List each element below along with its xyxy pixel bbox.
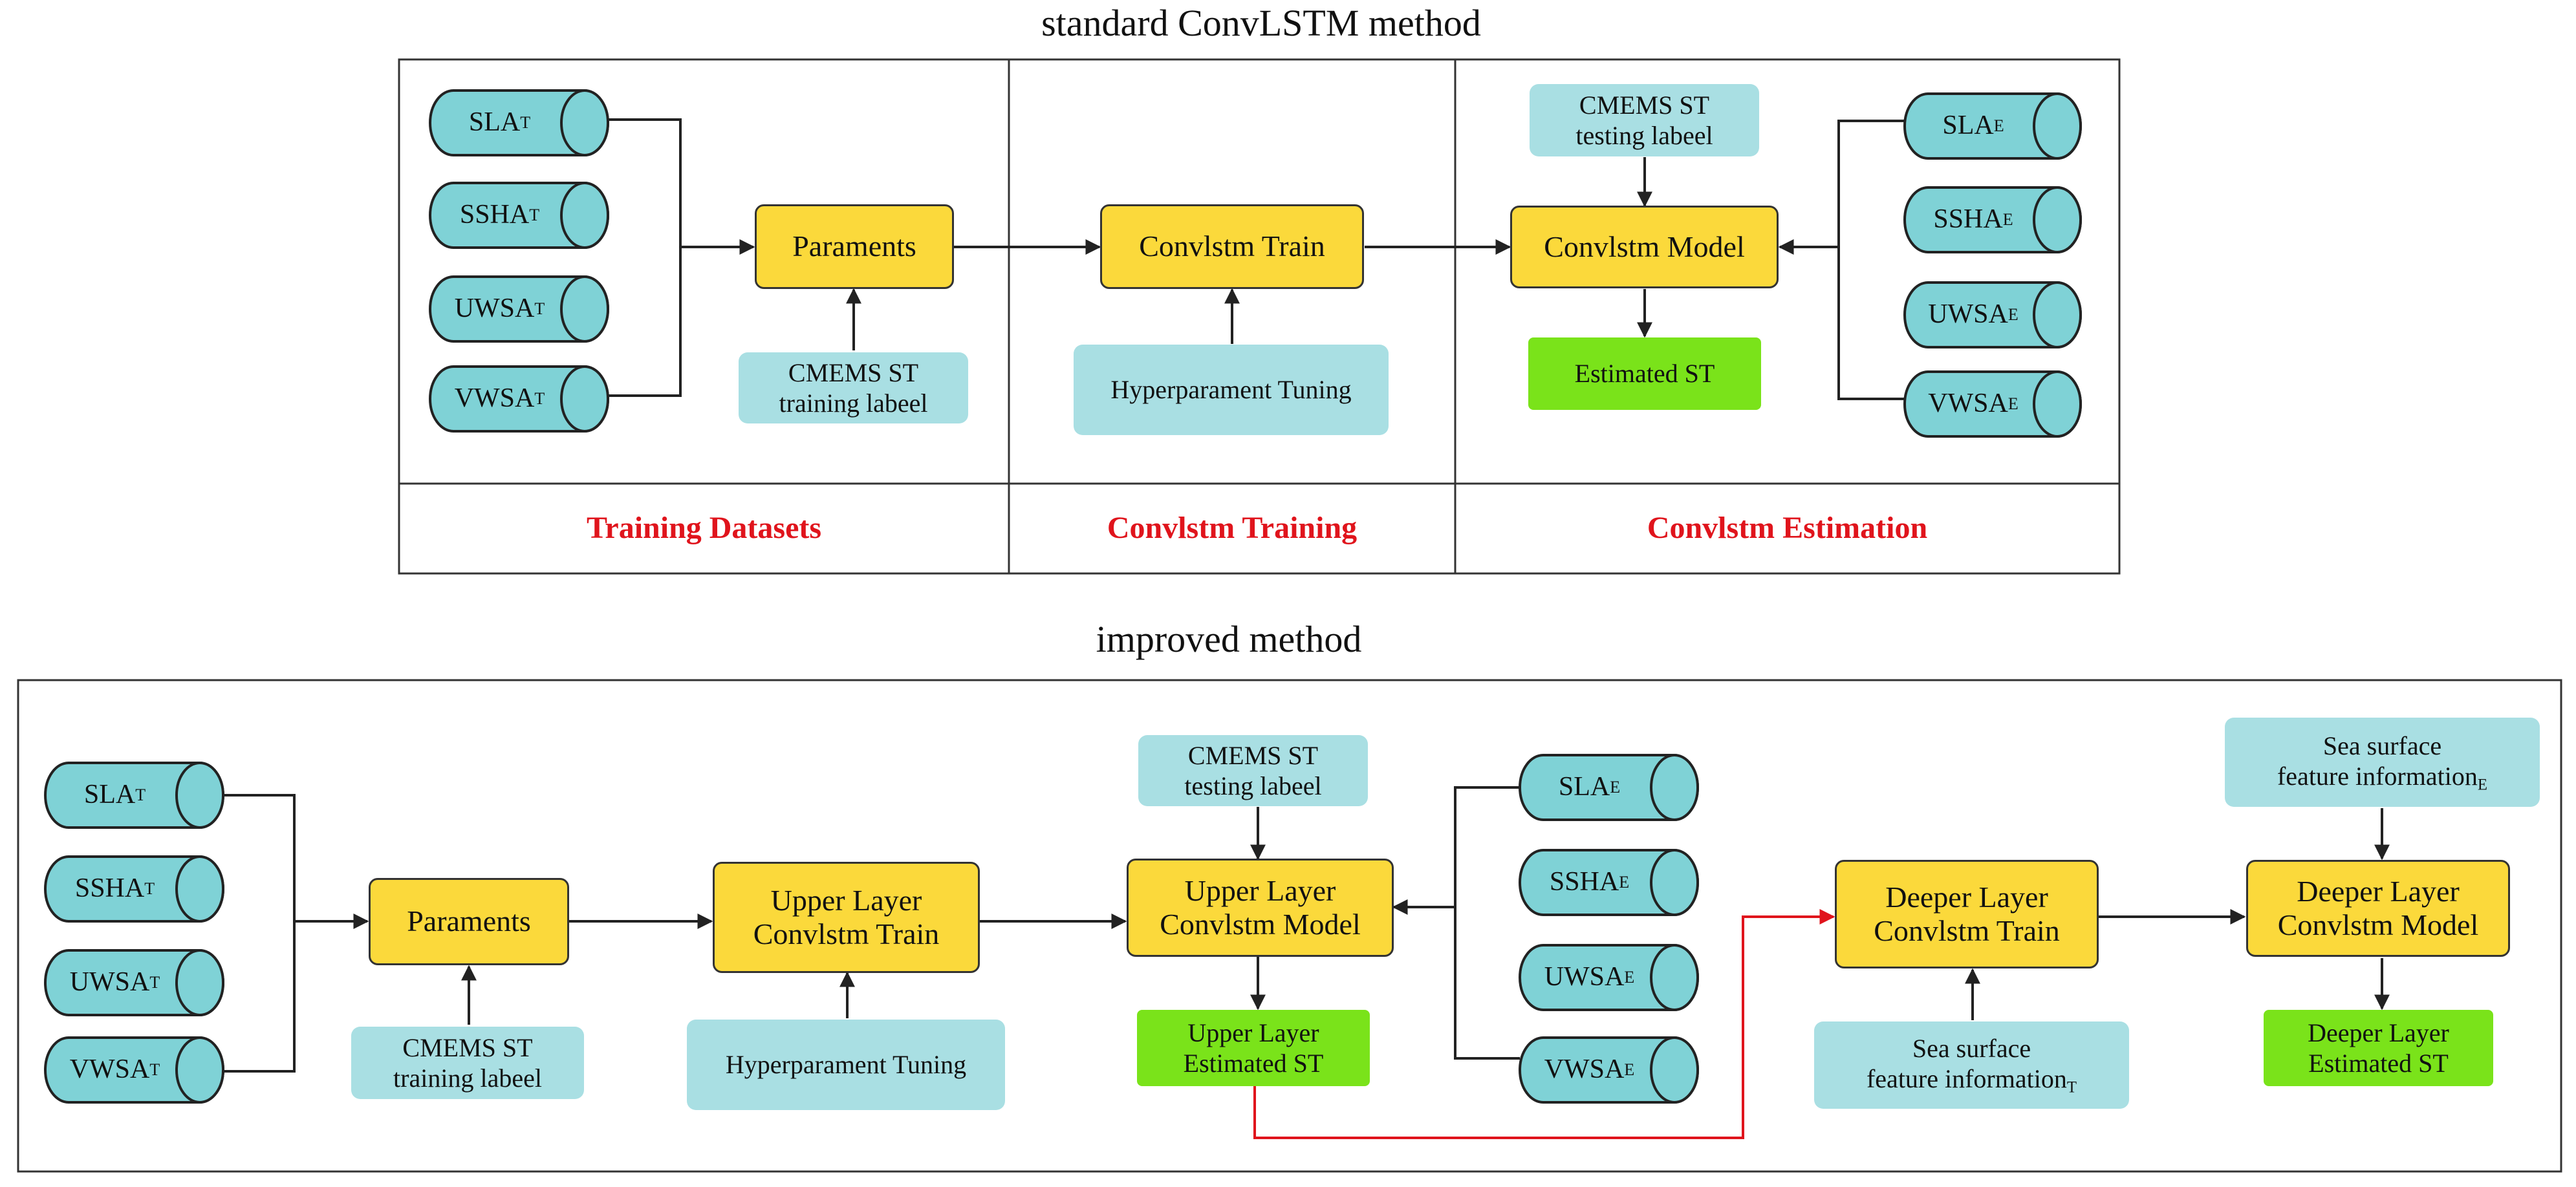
upper-train-line1: Upper Layer [770,884,922,917]
estimated-st-box: Estimated ST [1528,337,1761,410]
training-label-box-2: CMEMS ST training labeel [351,1027,584,1099]
connector-est-bracket [1837,120,1905,400]
section-training-datasets: Training Datasets [586,511,822,546]
deeper-model-box: Deeper Layer Convlstm Model [2246,860,2510,957]
section-convlstm-estimation: Convlstm Estimation [1647,511,1928,546]
top-train-dataset-cylinder-0 [429,89,609,156]
testing-label-line1: CMEMS ST [1579,90,1710,120]
bottom-est-dataset-cylinder-2 [1519,944,1699,1011]
connector-train-bracket-2 [222,794,296,1073]
section-convlstm-training: Convlstm Training [1107,511,1358,546]
bottom-est-dataset-cylinder-0 [1519,754,1699,821]
sea-surface-e-line1: Sea surface [2322,731,2442,760]
testing-label-line2: testing labeel [1575,121,1713,150]
upper-est-line2: Estimated ST [1183,1049,1324,1078]
top-est-dataset-cylinder-2 [1903,281,2082,348]
red-arrow-upper-est-to-deeper-train [1253,909,1835,1139]
testing-label-box: CMEMS ST testing labeel [1530,84,1759,156]
training-label-line2: training labeel [779,389,928,418]
bottom-title: improved method [1096,618,1362,660]
upper-model-box: Upper Layer Convlstm Model [1127,859,1394,957]
training-label-line1-2: CMEMS ST [402,1032,533,1062]
deeper-train-line1: Deeper Layer [1885,881,2048,914]
bottom-train-dataset-cylinder-0 [44,762,224,829]
sea-surface-e-box: Sea surface feature informationE [2225,718,2540,807]
bottom-train-dataset-cylinder-2 [44,949,224,1016]
top-train-dataset-cylinder-1 [429,182,609,249]
sea-surface-e-line2: feature informationE [2277,761,2488,794]
testing-label-line1-2: CMEMS ST [1187,740,1319,770]
upper-model-line1: Upper Layer [1184,874,1336,908]
training-label-box: CMEMS ST training labeel [739,352,968,423]
connector-train-bracket [608,118,682,397]
paraments-box-2: Paraments [369,878,569,965]
sea-surface-t-line1: Sea surface [1912,1034,2031,1064]
training-label-line2-2: training labeel [393,1064,542,1093]
sea-surface-t-box: Sea surface feature informationT [1814,1021,2129,1109]
top-est-dataset-cylinder-0 [1903,92,2082,160]
hyperparament-tuning-box-2: Hyperparament Tuning [687,1020,1005,1110]
top-train-dataset-cylinder-2 [429,275,609,343]
top-train-dataset-cylinder-3 [429,365,609,433]
deeper-est-line2: Estimated ST [2308,1049,2449,1078]
upper-train-box: Upper Layer Convlstm Train [713,862,980,973]
testing-label-box-2: CMEMS ST testing labeel [1138,735,1368,806]
bottom-est-dataset-cylinder-1 [1519,849,1699,916]
paraments-box: Paraments [755,204,954,289]
top-est-dataset-cylinder-1 [1903,186,2082,253]
bottom-train-dataset-cylinder-3 [44,1036,224,1104]
deeper-model-line1: Deeper Layer [2297,875,2460,908]
upper-train-line2: Convlstm Train [753,917,940,950]
connector-est-bracket-2 [1454,786,1520,1060]
testing-label-line2-2: testing labeel [1184,771,1322,800]
bottom-panel-frame [17,679,2562,1173]
deeper-train-line2: Convlstm Train [1874,914,2060,947]
top-panel-frame [398,58,2121,575]
deeper-estimated-st-box: Deeper Layer Estimated ST [2264,1010,2493,1086]
upper-estimated-st-box: Upper Layer Estimated ST [1137,1010,1370,1086]
upper-model-line2: Convlstm Model [1160,908,1361,941]
upper-est-line1: Upper Layer [1187,1018,1319,1047]
top-est-dataset-cylinder-3 [1903,370,2082,438]
convlstm-train-box: Convlstm Train [1100,204,1364,289]
top-connectors [608,118,1905,400]
sea-surface-t-line2: feature informationT [1866,1064,2077,1096]
deeper-est-line1: Deeper Layer [2308,1018,2449,1047]
bottom-connectors [222,786,2390,1073]
deeper-train-box: Deeper Layer Convlstm Train [1835,860,2099,968]
hyperparament-tuning-box: Hyperparament Tuning [1074,345,1389,435]
bottom-train-dataset-cylinder-1 [44,855,224,923]
bottom-est-dataset-cylinder-3 [1519,1036,1699,1104]
training-label-line1: CMEMS ST [788,358,919,387]
deeper-model-line2: Convlstm Model [2277,908,2479,941]
convlstm-model-box: Convlstm Model [1510,206,1779,288]
top-title: standard ConvLSTM method [1041,2,1481,44]
